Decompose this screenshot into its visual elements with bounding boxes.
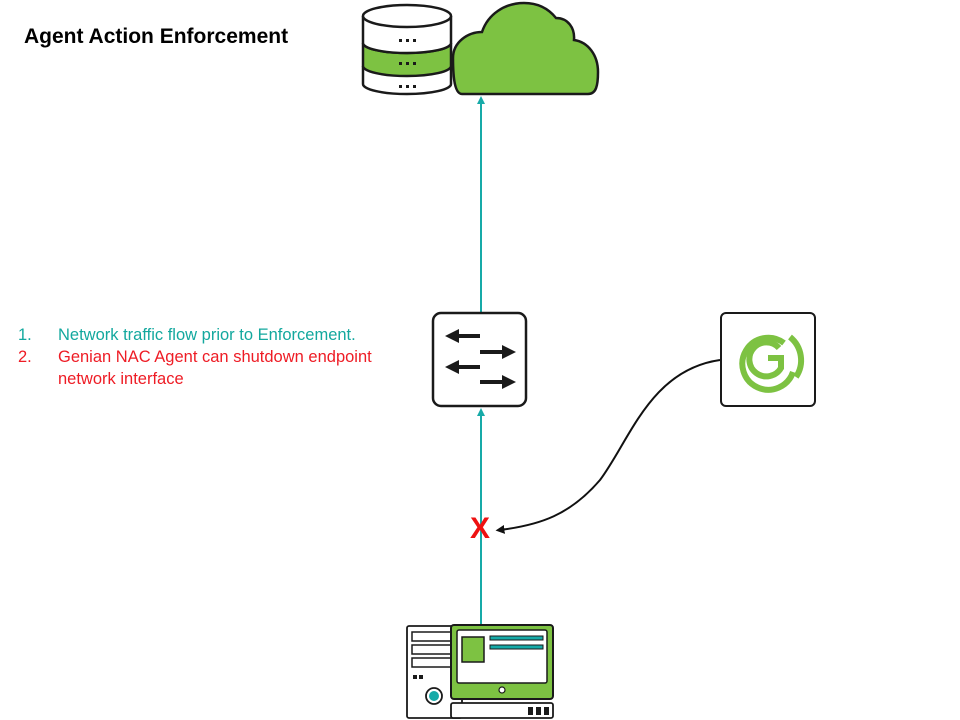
network-switch-icon[interactable]	[431, 311, 528, 408]
note-item-2: 2. Genian NAC Agent can shutdown endpoin…	[18, 346, 428, 390]
note-text: Genian NAC Agent can shutdown endpoint n…	[58, 348, 372, 388]
note-number: 1.	[18, 326, 32, 344]
note-text: Network traffic flow prior to Enforcemen…	[58, 326, 356, 344]
desktop-computer-icon[interactable]	[406, 624, 554, 719]
note-item-1: 1. Network traffic flow prior to Enforce…	[18, 324, 428, 346]
note-number: 2.	[18, 348, 32, 366]
blocked-x-icon: X	[470, 512, 491, 545]
database-icon[interactable]	[361, 3, 453, 96]
genian-logo-icon[interactable]	[720, 312, 816, 407]
agent-enforcement-arrow	[495, 359, 721, 534]
cloud-icon[interactable]	[451, 1, 600, 96]
notes-list: 1. Network traffic flow prior to Enforce…	[18, 324, 428, 390]
diagram-title: Agent Action Enforcement	[24, 25, 289, 48]
